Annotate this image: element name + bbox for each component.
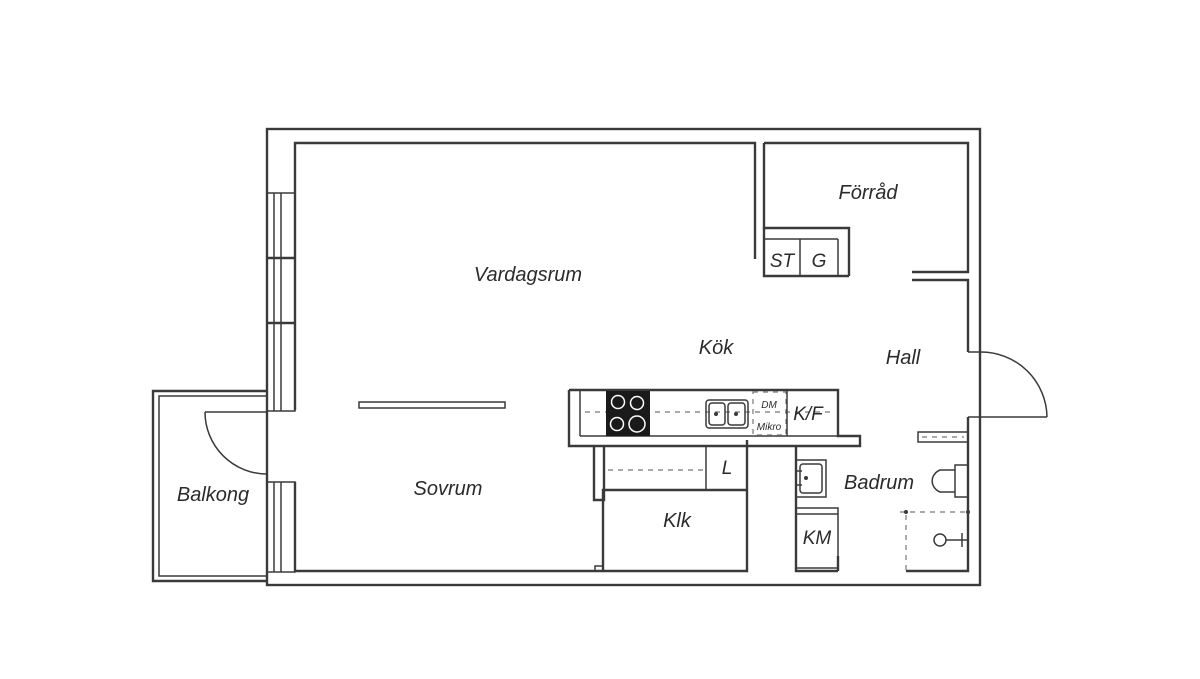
- l-label: L: [722, 458, 733, 479]
- bathroom-sink: [795, 459, 827, 498]
- g-label: G: [812, 251, 827, 272]
- partition-wall: [358, 401, 506, 409]
- room-label-vardagsrum: Vardagsrum: [474, 264, 582, 286]
- window-living: [266, 192, 296, 412]
- room-label-badrum: Badrum: [844, 472, 914, 494]
- kitchen-sink: [705, 399, 749, 429]
- mikro-label: Mikro: [757, 422, 782, 433]
- kf-label: K/F: [793, 404, 824, 425]
- hob: [606, 391, 650, 436]
- toilet: [931, 464, 969, 498]
- room-label-hall: Hall: [886, 347, 921, 369]
- km-label: KM: [803, 528, 832, 549]
- dishwasher-microwave: DM Mikro: [752, 391, 787, 436]
- room-label-klk: Klk: [663, 510, 692, 532]
- outer-walls: [265, 127, 982, 587]
- wardrobe: [592, 445, 748, 502]
- hall-shelf: [917, 431, 969, 443]
- balcony-door: [204, 411, 296, 573]
- st-label: ST: [770, 251, 796, 272]
- room-label-forrad: Förråd: [839, 182, 899, 204]
- room-label-balkong: Balkong: [177, 484, 249, 506]
- room-label-sovrum: Sovrum: [414, 478, 483, 500]
- storage-cabinets: [764, 238, 839, 276]
- dm-label: DM: [761, 400, 777, 411]
- fridge-freezer: K/F: [786, 391, 824, 436]
- entrance-door: [968, 351, 1048, 418]
- shower: [900, 510, 970, 571]
- balcony: [151, 389, 267, 583]
- room-label-kok: Kök: [699, 337, 734, 359]
- washing-machine: [795, 507, 839, 569]
